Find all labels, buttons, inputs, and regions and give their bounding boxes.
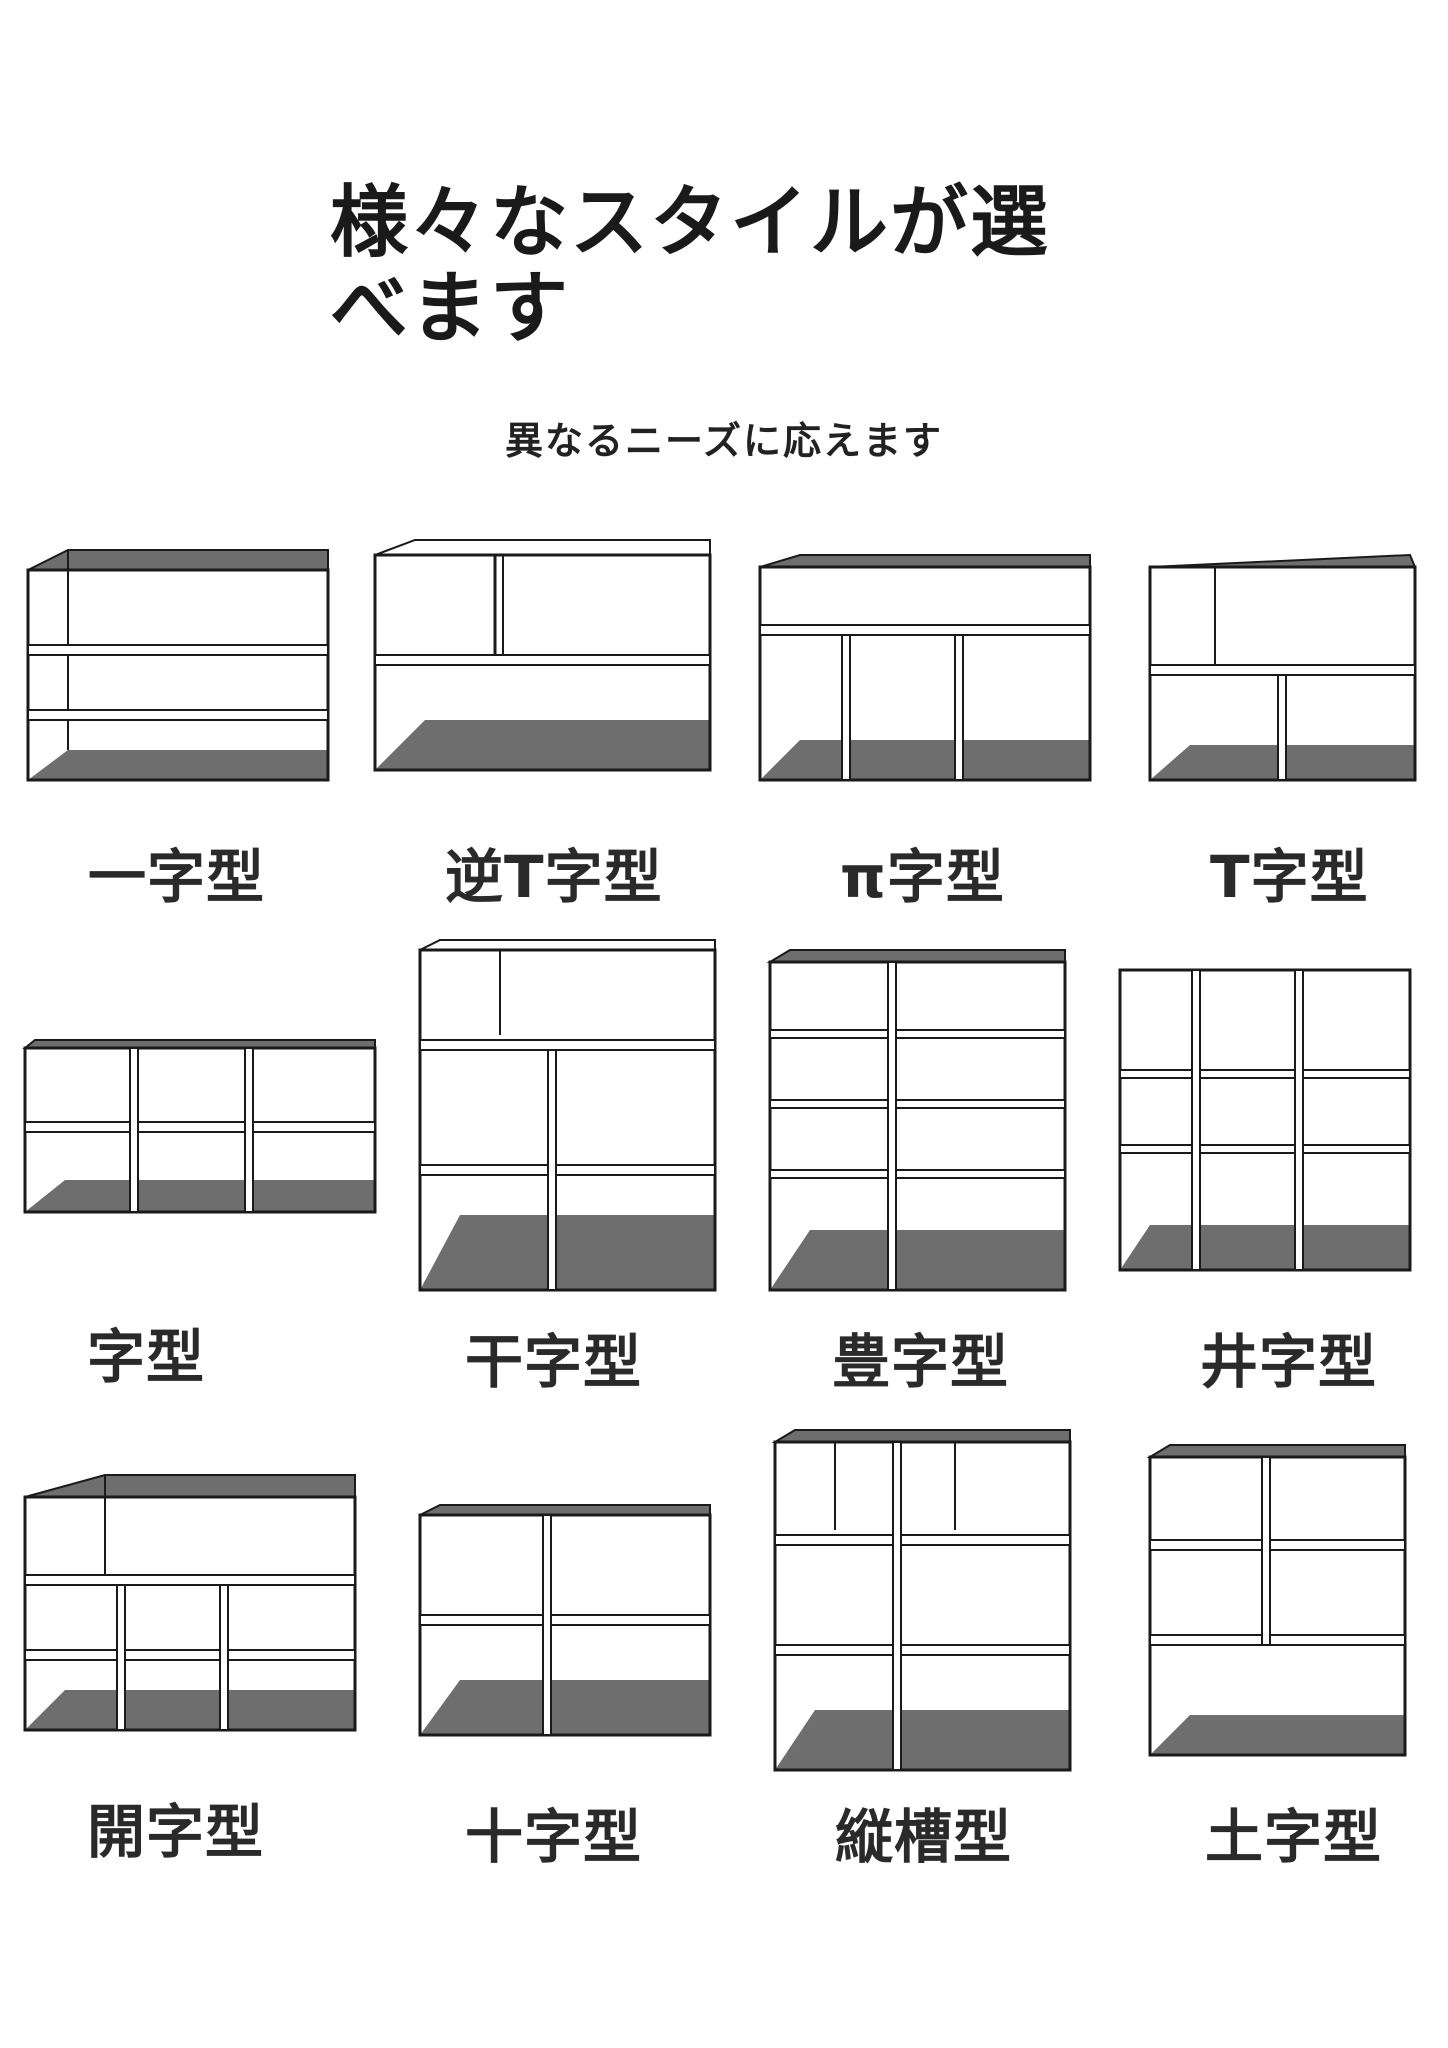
style-card-gyaku-t: 逆T字型: [373, 539, 715, 930]
style-card-pi: π字型: [758, 554, 1100, 930]
style-card-tatemizo: 縦槽型: [771, 1429, 1085, 1875]
style-label: T字型: [1210, 843, 1369, 911]
style-card-kan: 干字型: [418, 939, 730, 1396]
shelf-diagram-t: [1148, 553, 1417, 782]
style-card-hou: 豊字型: [766, 949, 1080, 1396]
shelf-diagram-kai: [23, 1474, 357, 1732]
page-title-line-2: べます: [330, 264, 571, 354]
shelf-diagram-ji: [22, 1039, 377, 1214]
shelf-diagram-do: [1146, 1444, 1407, 1757]
page-title-line-1: 様々なスタイルが選: [330, 178, 1051, 268]
style-label: 一字型: [88, 843, 266, 911]
shelf-diagram-ichi: [26, 549, 330, 782]
style-label: 字型: [87, 1323, 206, 1391]
style-card-do: 土字型: [1146, 1444, 1430, 1875]
shelf-diagram-gyaku-t: [373, 539, 712, 772]
page-subtitle: 異なるニーズに応えます: [504, 419, 944, 463]
style-card-sei: 井字型: [1118, 968, 1430, 1396]
shelf-diagram-tatemizo: [771, 1429, 1072, 1772]
style-label: π字型: [840, 843, 1005, 911]
shelf-diagram-juu: [418, 1504, 712, 1737]
style-label: 干字型: [465, 1328, 643, 1396]
shelf-diagram-kan: [418, 939, 717, 1292]
style-label: 逆T字型: [445, 843, 663, 911]
shelf-diagram-sei: [1118, 968, 1412, 1272]
style-card-ji: 字型: [22, 1039, 385, 1391]
style-card-ichi: 一字型: [26, 549, 338, 930]
style-card-t: T字型: [1148, 553, 1430, 930]
title-block: 様々なスタイルが選 べます: [330, 180, 1090, 352]
style-label: 井字型: [1200, 1328, 1378, 1396]
shelf-diagram-hou: [766, 949, 1067, 1292]
style-label: 十字型: [465, 1803, 643, 1871]
style-label: 土字型: [1205, 1803, 1383, 1871]
shelf-diagram-pi: [758, 554, 1092, 782]
style-label: 開字型: [87, 1798, 265, 1866]
style-label: 縦槽型: [835, 1803, 1013, 1871]
style-label: 豊字型: [832, 1328, 1010, 1396]
style-card-juu: 十字型: [418, 1504, 720, 1875]
style-card-kai: 開字型: [23, 1474, 365, 1875]
